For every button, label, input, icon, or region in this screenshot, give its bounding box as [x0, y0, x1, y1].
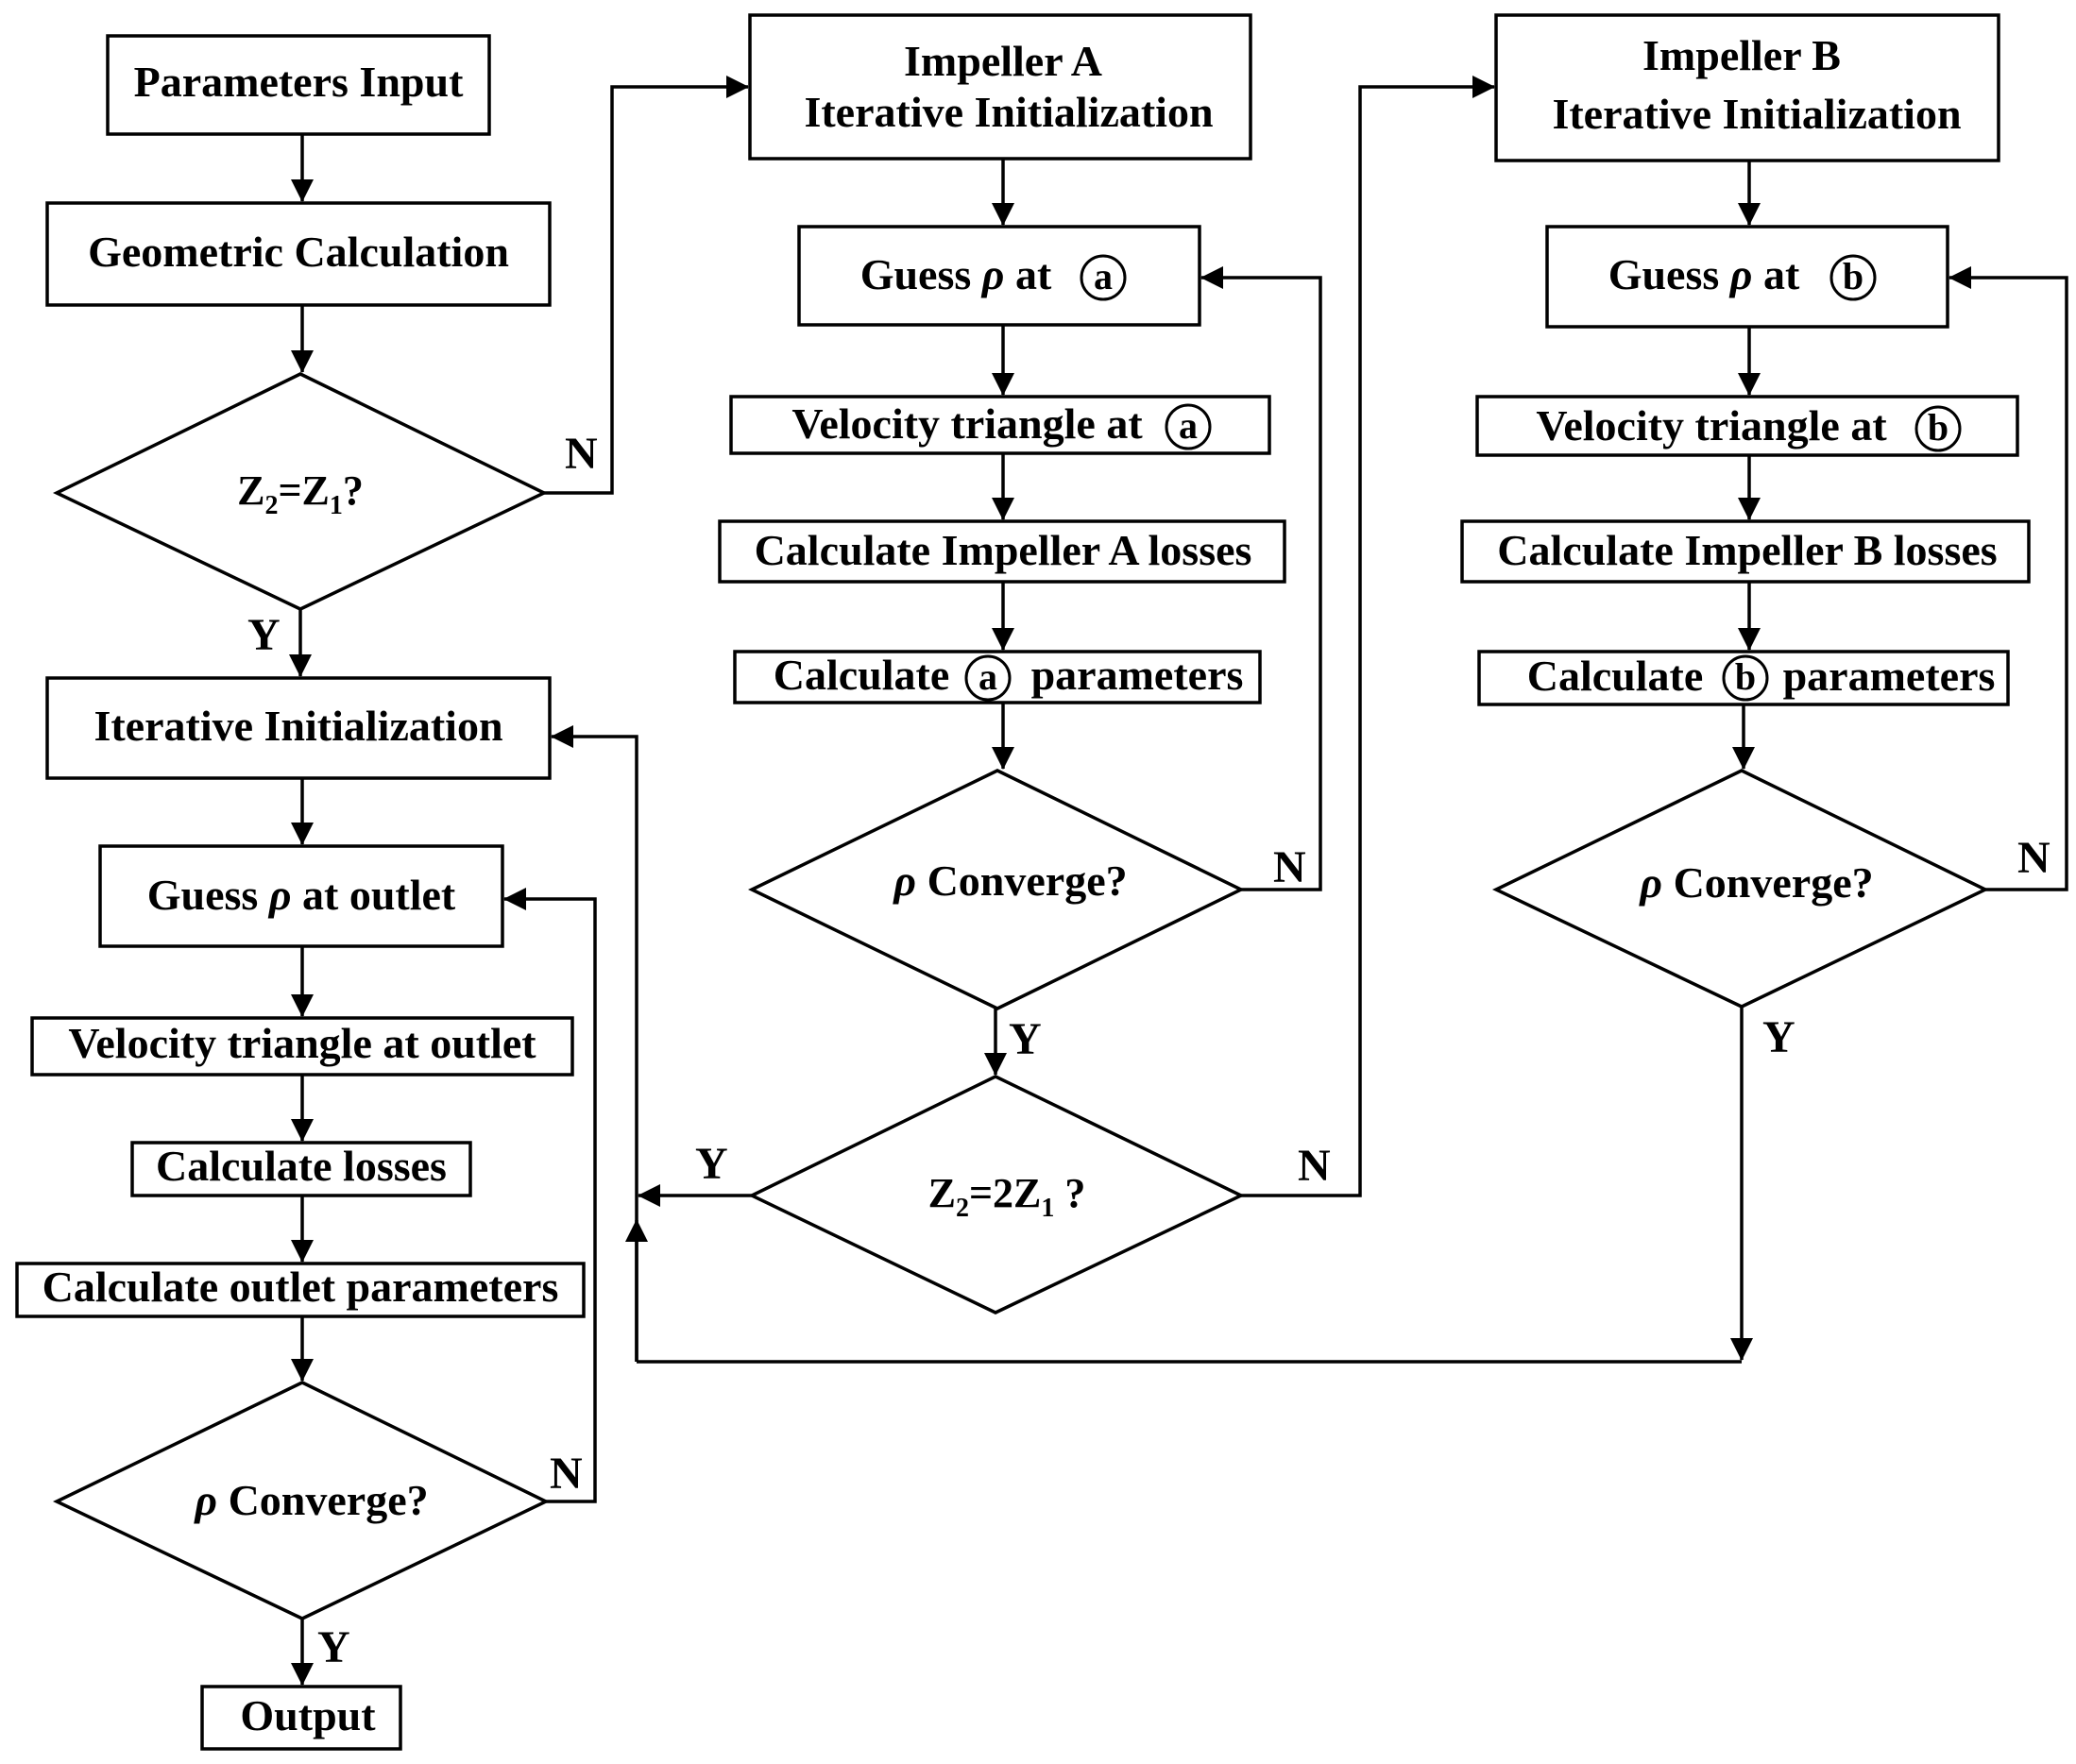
rho-converge-b-text: ρ Converge?: [1638, 858, 1873, 907]
impeller-b-flow: Impeller B Iterative Initialization Gues…: [1460, 13, 2031, 1009]
calculate-station-a-circle: [964, 654, 1012, 702]
arrow-junction-to-iter: [551, 725, 638, 1362]
rho-converge-main-text: ρ Converge?: [193, 1476, 428, 1524]
arrow-no-to-impeller-a: [544, 76, 749, 495]
calculate-outlet-parameters-text: Calculate outlet parameters: [43, 1263, 559, 1311]
label-yes-a-converge: Y: [1009, 1014, 1042, 1064]
impeller-b-title-line1: Impeller B: [1642, 31, 1841, 79]
guess-rho-b-box: [1545, 225, 1949, 329]
calculate-a-params-suffix: parameters: [1031, 651, 1244, 699]
parameters-input-box: [106, 34, 491, 136]
guess-rho-a-box: [797, 225, 1201, 327]
calculate-losses-box: [130, 1141, 472, 1197]
impeller-a-flow: Impeller A Iterative Initialization Gues…: [718, 13, 1286, 1315]
iterative-initialization-box: [45, 676, 552, 780]
velocity-triangle-outlet-box: [30, 1016, 574, 1077]
calculate-station-b-label: b: [1735, 655, 1756, 698]
velocity-triangle-outlet-text: Velocity triangle at outlet: [68, 1019, 536, 1067]
calculate-a-params-prefix: Calculate: [774, 651, 950, 699]
calculate-impeller-a-losses-text: Calculate Impeller A losses: [755, 526, 1252, 574]
velocity-station-b-circle: [1914, 405, 1962, 452]
label-no-main-converge: N: [550, 1449, 583, 1499]
geometric-calculation-box: [45, 201, 552, 307]
calculate-outlet-parameters-box: [15, 1262, 586, 1318]
impeller-b-title-line2: Iterative Initialization: [1552, 90, 1961, 138]
decision-z2-eq-z1-text: Z2=Z1?: [237, 467, 364, 520]
calculate-b-params-prefix: Calculate: [1527, 652, 1704, 700]
output-text: Output: [240, 1691, 376, 1739]
label-no-a-converge: N: [1273, 842, 1306, 892]
calculate-impeller-b-losses-box: [1460, 519, 2031, 584]
connectors: [289, 76, 2068, 1686]
arrow-no-to-impeller-b: [1241, 76, 1495, 1197]
arrow-loop-main-converge: [503, 888, 597, 1503]
velocity-triangle-b-text: Velocity triangle at: [1536, 401, 1887, 449]
calculate-losses-text: Calculate losses: [156, 1142, 447, 1190]
main-flow: Parameters Input Geometric Calculation Z…: [15, 34, 586, 1751]
label-yes-z2-eq-z1: Y: [247, 610, 281, 660]
calculate-station-b-circle: [1722, 654, 1769, 702]
velocity-triangle-a-box: [729, 395, 1271, 455]
calculate-impeller-b-losses-text: Calculate Impeller B losses: [1497, 526, 1997, 574]
calculate-impeller-a-losses-box: [718, 519, 1286, 584]
calculate-b-parameters-box: [1477, 650, 2010, 706]
velocity-station-a-label: a: [1179, 404, 1198, 447]
label-yes-main-converge: Y: [317, 1622, 350, 1672]
guess-rho-b-text: Guess ρ at: [1608, 250, 1800, 298]
station-b-label: b: [1843, 255, 1863, 297]
label-no-z2-eq-2z1: N: [1298, 1141, 1331, 1191]
decision-rho-converge-a: [747, 769, 1245, 1010]
calculate-station-a-label: a: [978, 655, 997, 698]
branch-labels: N Y N Y N Y N Y N Y: [247, 429, 2050, 1672]
label-no-z2-eq-z1: N: [565, 429, 598, 479]
guess-rho-outlet-text: Guess ρ at outlet: [147, 871, 456, 919]
iterative-initialization-text: Iterative Initialization: [94, 702, 502, 750]
station-a-circle: [1080, 254, 1127, 301]
impeller-a-title-line2: Iterative Initialization: [804, 88, 1213, 136]
station-b-circle: [1829, 254, 1877, 301]
geometric-calculation-text: Geometric Calculation: [88, 228, 509, 276]
impeller-b-init-box: [1494, 13, 2000, 162]
impeller-a-title-line1: Impeller A: [904, 37, 1102, 85]
velocity-station-b-label: b: [1928, 406, 1948, 449]
output-box: [200, 1685, 402, 1751]
arrow-loop-b-converge: [1948, 266, 2068, 891]
calculate-a-parameters-box: [733, 650, 1262, 704]
parameters-input-text: Parameters Input: [134, 58, 464, 106]
label-yes-z2-eq-2z1: Y: [695, 1139, 728, 1189]
rho-converge-a-text: ρ Converge?: [892, 857, 1127, 905]
velocity-triangle-a-text: Velocity triangle at: [791, 399, 1143, 448]
impeller-a-init-box: [748, 13, 1252, 161]
velocity-triangle-b-box: [1475, 395, 2019, 457]
label-yes-b-converge: Y: [1762, 1012, 1795, 1062]
arrow-loop-a-converge: [1200, 266, 1322, 891]
decision-z2-eq-2z1: [747, 1075, 1246, 1315]
label-no-b-converge: N: [2017, 833, 2050, 883]
decision-z2-eq-2z1-text: Z2=2Z1 ?: [928, 1170, 1086, 1223]
calculate-b-params-suffix: parameters: [1783, 652, 1996, 700]
velocity-station-a-circle: [1165, 403, 1212, 450]
guess-rho-outlet-box: [98, 844, 504, 948]
station-a-label: a: [1094, 255, 1113, 297]
guess-rho-a-text: Guess ρ at: [860, 250, 1052, 298]
